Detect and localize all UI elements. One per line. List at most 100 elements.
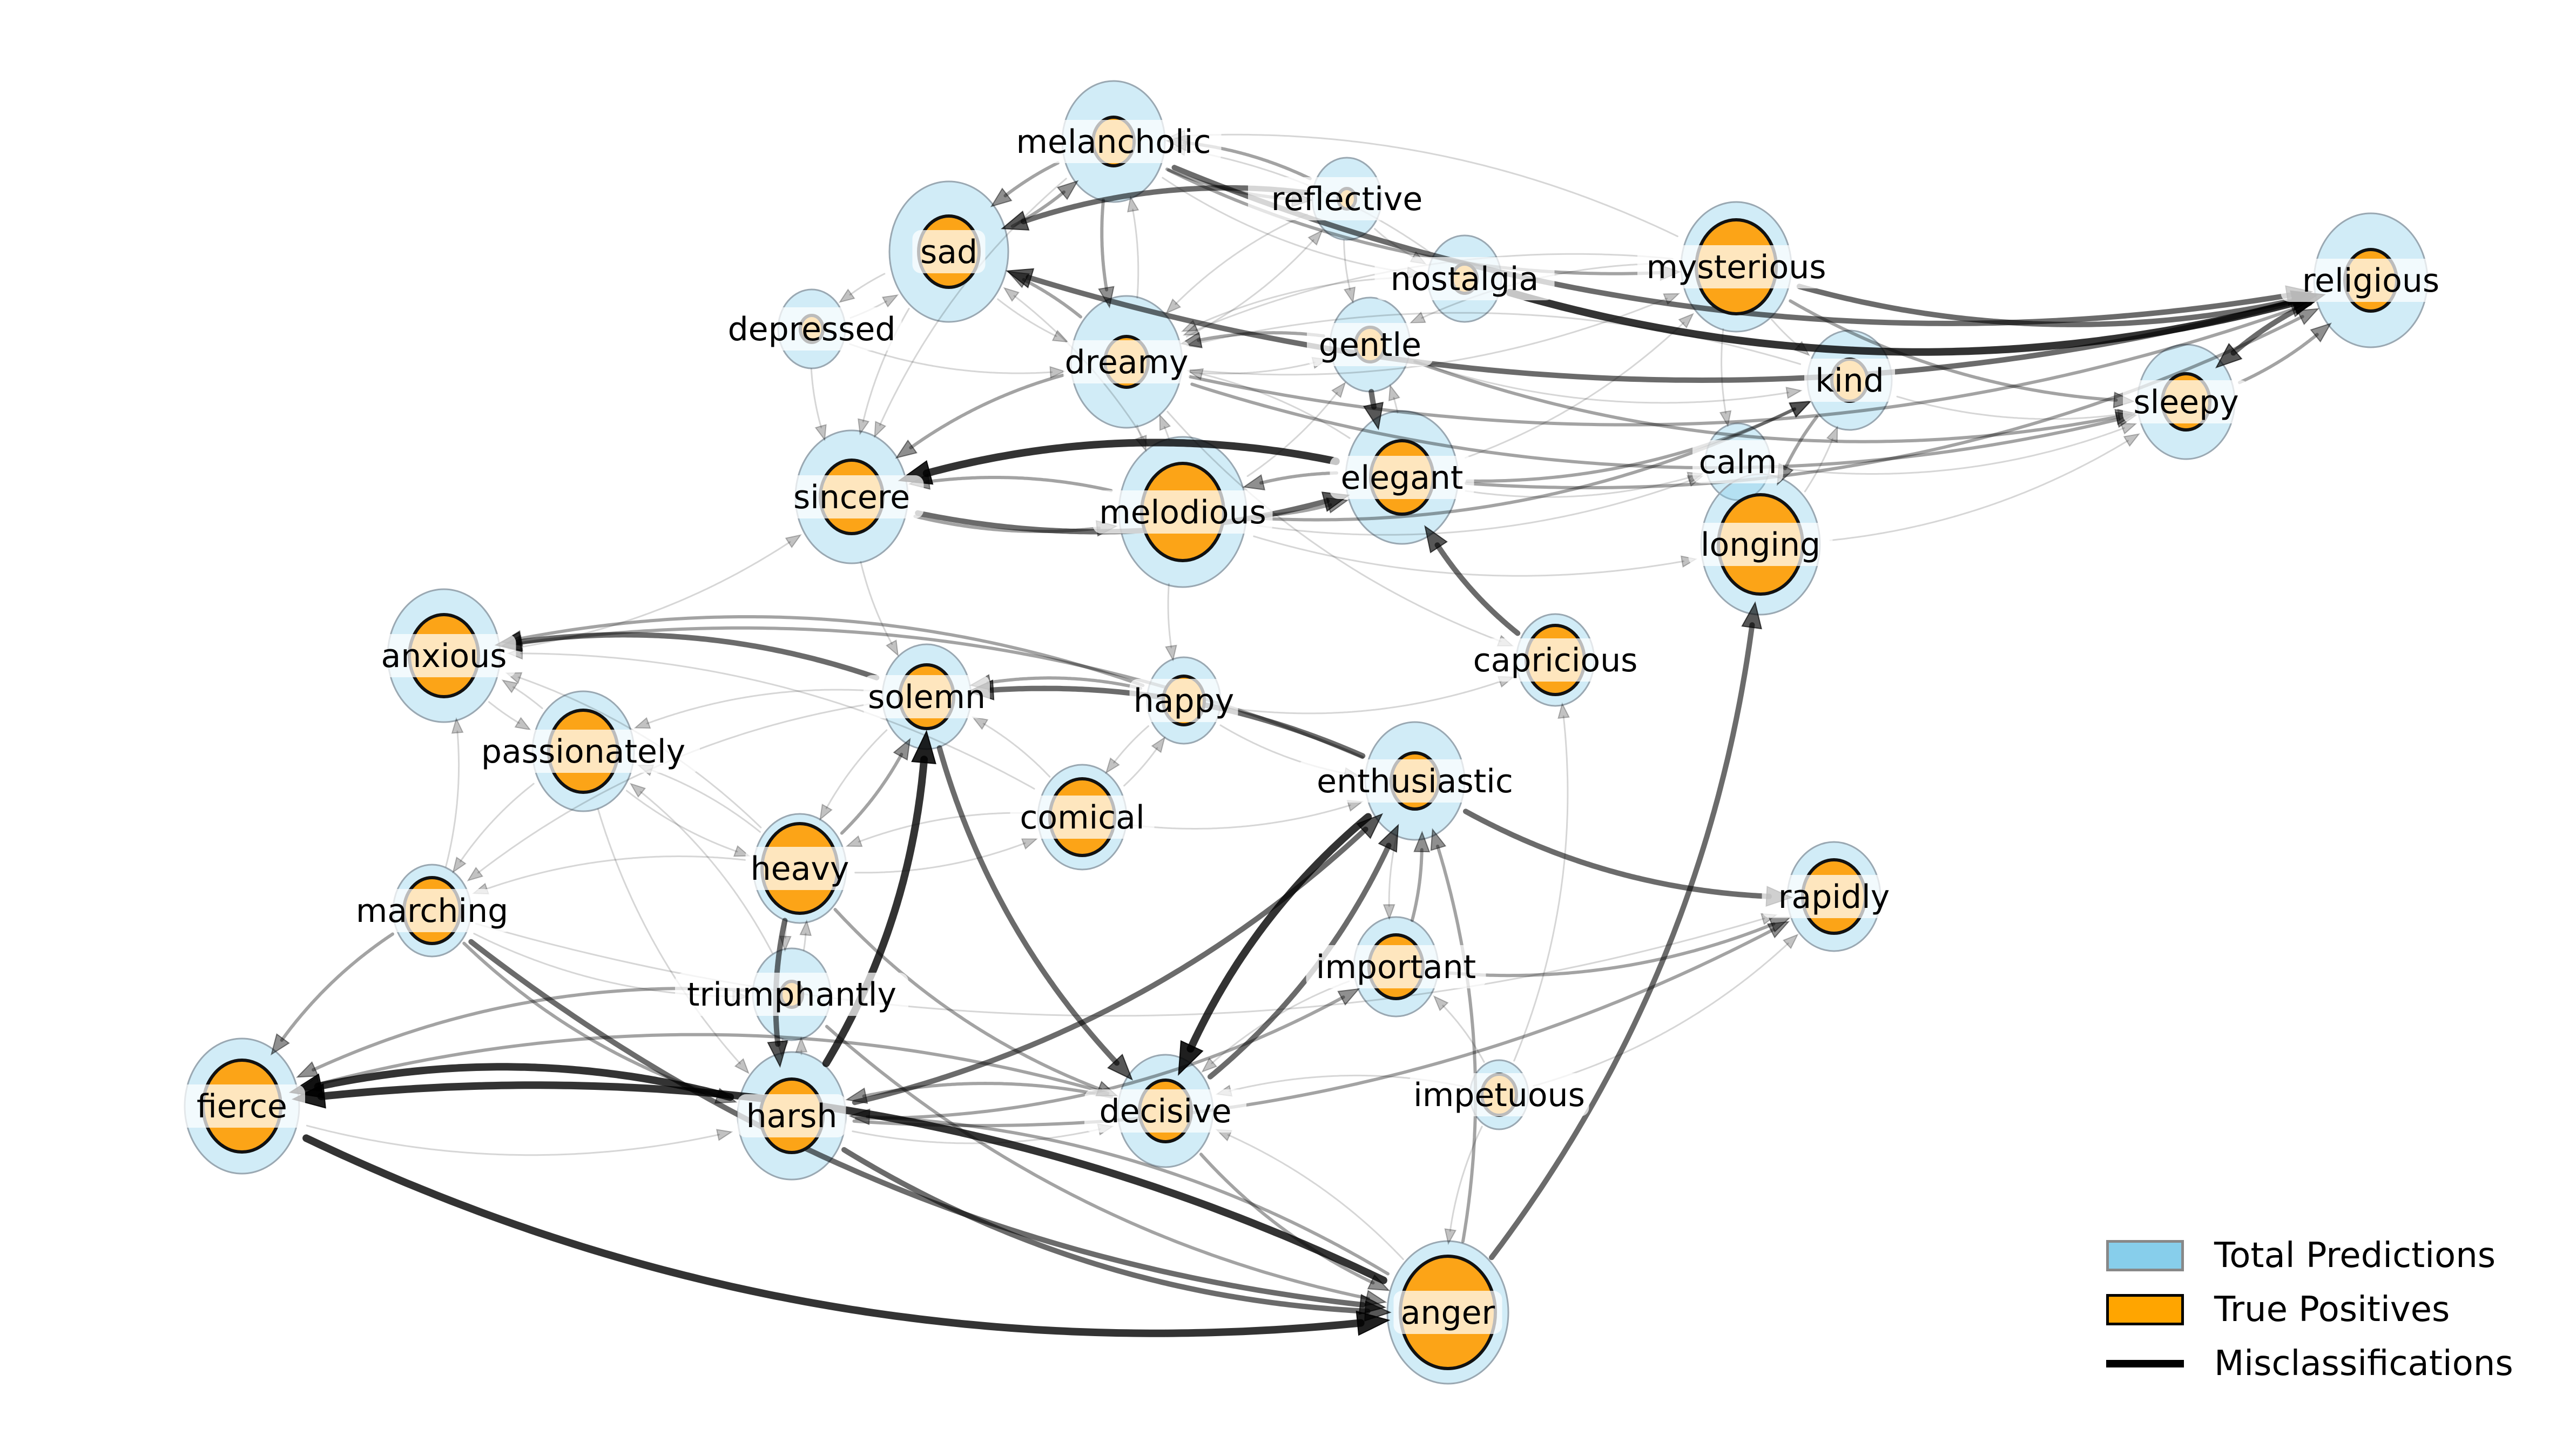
edge-sad-depressed (849, 273, 886, 296)
edge-dreamy-capricious (1166, 410, 1502, 642)
arrowhead-sad-sincere (858, 418, 870, 436)
arrowhead-elegant-melodious (1242, 474, 1266, 491)
edge-anger-harsh (866, 1115, 1390, 1276)
node-label-comical: comical (1020, 799, 1144, 837)
edge-melodious-gentle (1246, 392, 1338, 477)
node-label-harsh: harsh (746, 1097, 838, 1135)
label-band-triumphantly (675, 973, 908, 1016)
edge-longing-kind (1804, 437, 1833, 493)
edge-marching-harsh (462, 941, 721, 1099)
arrowhead-dreamy-melodious (1135, 434, 1147, 452)
edge-melodious-longing (1253, 535, 1684, 577)
label-band-happy (1129, 679, 1238, 722)
label-band-gentle (1307, 323, 1433, 366)
edge-kind-dreamy (1198, 312, 1802, 365)
edge-religious-sleepy (2230, 300, 2312, 356)
edge-heavy-solemn (840, 752, 903, 835)
edge-harsh-fierce (314, 1063, 734, 1101)
node-label-heavy: heavy (751, 850, 849, 888)
edge-passionately-harsh (597, 808, 741, 1064)
arrowhead-mysterious-gentle (1408, 311, 1426, 324)
arrowhead-heavy-solemn (893, 738, 911, 761)
edge-gentle-sleepy (1413, 360, 2120, 443)
edge-enthusiastic-important (1388, 834, 1398, 907)
arrowhead-elegant-gentle (1388, 384, 1400, 402)
node-label-solemn: solemn (868, 678, 986, 716)
arrowhead-melancholic-dreamy (1098, 286, 1115, 309)
arrowhead-depressed-dreamy (1049, 366, 1066, 379)
edge-decisive-fierce (315, 1033, 1110, 1095)
arrowhead-solemn-heavy (819, 804, 833, 821)
legend-label-total-predictions: Total Predictions (2214, 1236, 2496, 1276)
edge-mysterious-kind (1770, 318, 1800, 348)
legend-row-misclassifications: Misclassifications (2106, 1344, 2513, 1384)
node-label-elegant: elegant (1341, 459, 1464, 497)
edge-happy-comical (1113, 725, 1149, 764)
arrowhead-decisive-fierce (299, 1075, 322, 1092)
label-band-mysterious (1637, 245, 1835, 288)
edge-enthusiastic-decisive (1186, 813, 1372, 1053)
arrowhead-heavy-comical (1021, 838, 1039, 850)
arrowhead-heavy-harsh (767, 1040, 788, 1068)
edge-gentle-dreamy (1197, 331, 1325, 342)
edge-comical-anxious (520, 652, 1035, 790)
edge-melodious-calm (1256, 479, 1691, 536)
edge-solemn-heavy (825, 729, 888, 810)
node-label-impetuous: impetuous (1413, 1076, 1585, 1114)
arrowhead-solemn-marching (467, 866, 484, 881)
label-band-fierce (179, 1084, 305, 1128)
edge-harsh-important (854, 995, 1345, 1120)
label-band-melancholic (1006, 120, 1222, 163)
edge-harsh-solemn (822, 756, 928, 1067)
edge-triumphantly-passionately (639, 791, 773, 954)
arrowhead-elegant-mysterious (1678, 313, 1695, 329)
edge-melancholic-mysterious (1166, 169, 1664, 275)
arrowhead-solemn-decisive (1107, 1053, 1134, 1081)
edge-mysterious-calm (1721, 328, 1727, 414)
edge-elegant-dreamy (1199, 373, 1351, 439)
label-band-calm (1692, 440, 1783, 483)
arrowhead-melodious-gentle (1331, 381, 1346, 399)
arrowhead-longing-kind (1826, 426, 1838, 443)
arrowhead-triumphantly-heavy (799, 919, 812, 936)
edge-solemn-passionately (646, 689, 876, 725)
arrowhead-mysterious-kind (1793, 341, 1810, 356)
label-band-harsh (737, 1094, 846, 1137)
legend-label-misclassifications: Misclassifications (2214, 1344, 2513, 1384)
edge-triumphantly-anger (825, 1025, 1370, 1301)
edge-sincere-melodious (913, 515, 1101, 533)
edge-comical-happy (1123, 747, 1158, 787)
edge-anger-fierce (317, 1081, 1387, 1284)
arrowhead-dreamy-mysterious (1663, 293, 1681, 305)
arrowhead-comical-solemn (971, 716, 989, 730)
node-label-reflective: reflective (1271, 180, 1423, 218)
edge-heavy-comical (854, 842, 1026, 874)
edge-elegant-religious (1465, 315, 2304, 489)
edge-sad-dreamy (997, 298, 1057, 338)
arrowhead-gentle-elegant (1363, 402, 1384, 430)
label-band-sad (912, 230, 986, 273)
arrowhead-harsh-triumphantly (795, 1036, 808, 1053)
arrowhead-decisive-harsh (845, 1087, 868, 1104)
arrowhead-harsh-anger (1364, 1301, 1392, 1322)
arrowhead-sad-dreamy (1051, 329, 1069, 343)
edge-melancholic-sad (1003, 161, 1060, 198)
legend-row-true-positives: True Positives (2106, 1290, 2450, 1330)
arrowhead-comical-heavy (845, 835, 863, 847)
node-label-important: important (1316, 948, 1476, 986)
arrowhead-harsh-solemn (911, 730, 936, 765)
total-predictions-swatch (2106, 1240, 2184, 1271)
node-label-sincere: sincere (793, 479, 910, 516)
label-band-solemn (864, 675, 990, 718)
arrowhead-enthusiastic-important (1383, 904, 1395, 921)
edge-heavy-marching (484, 855, 746, 890)
edge-dreamy-melancholic (1132, 208, 1139, 299)
edge-mysterious-melancholic (1183, 133, 1678, 238)
label-band-important (1306, 945, 1486, 988)
edge-triumphantly-fierce (312, 987, 746, 1072)
edge-comical-solemn (982, 723, 1051, 778)
edge-solemn-decisive (936, 745, 1120, 1066)
arrowhead-calm-sleepy (2120, 423, 2137, 435)
arrowhead-fierce-harsh (716, 1129, 733, 1141)
